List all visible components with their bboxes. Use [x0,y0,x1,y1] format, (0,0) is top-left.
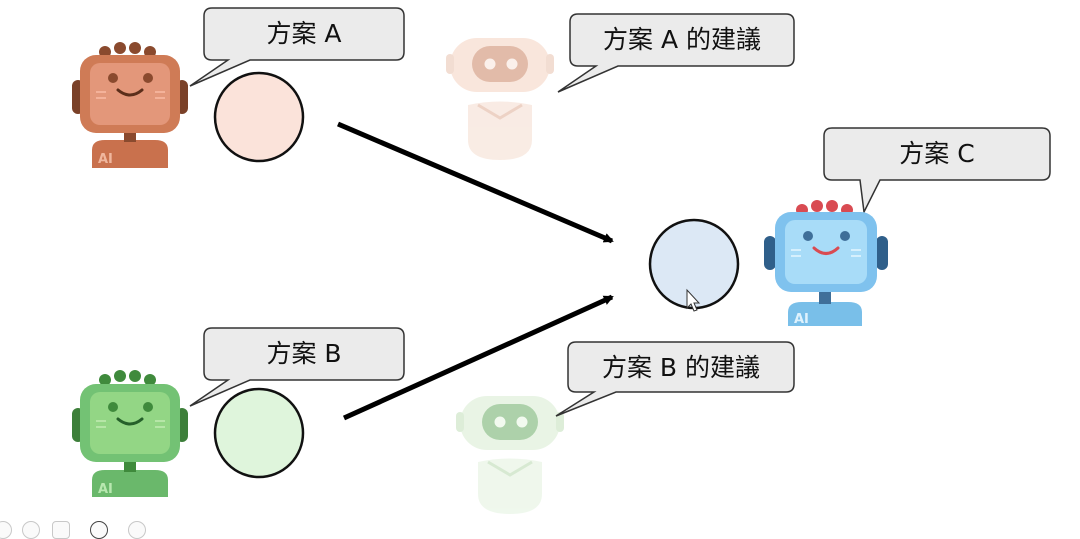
mouse-pointer-icon [686,288,701,312]
robot-blue-icon: AI [764,200,888,327]
circle-plan-a [213,71,305,163]
helper-robot-green-icon [456,396,564,514]
robot-blue-badge: AI [794,312,809,327]
circle-plan-b [213,387,305,479]
prev-icon[interactable] [0,521,12,539]
speech-bubble-plan-b: 方案 B [189,327,405,407]
arrow-plan-b-to-c [342,294,614,421]
circle-plan-c [648,218,740,310]
pen-icon[interactable] [22,521,40,539]
bubble-label-plan-a: 方案 A [266,19,341,48]
arrow-plan-a-to-c [337,121,614,244]
slideshow-controls [0,517,160,539]
robot-orange-icon: AI [72,42,188,168]
bubble-label-plan-c: 方案 C [899,139,974,168]
speech-bubble-plan-b-advice: 方案 B 的建議 [555,341,795,417]
speech-bubble-plan-c: 方案 C [823,127,1051,215]
zoom-icon[interactable] [90,521,108,539]
bubble-label-plan-b-advice: 方案 B 的建議 [602,353,760,382]
speech-bubble-plan-a: 方案 A [189,7,405,87]
robot-orange-badge: AI [98,152,113,167]
helper-robot-orange-icon [446,38,554,160]
more-icon[interactable] [128,521,146,539]
bubble-label-plan-a-advice: 方案 A 的建議 [603,25,761,54]
bubble-label-plan-b: 方案 B [266,339,341,368]
slides-icon[interactable] [52,521,70,539]
robot-green-badge: AI [98,482,113,497]
speech-bubble-plan-a-advice: 方案 A 的建議 [557,13,795,93]
robot-green-icon: AI [72,370,188,497]
